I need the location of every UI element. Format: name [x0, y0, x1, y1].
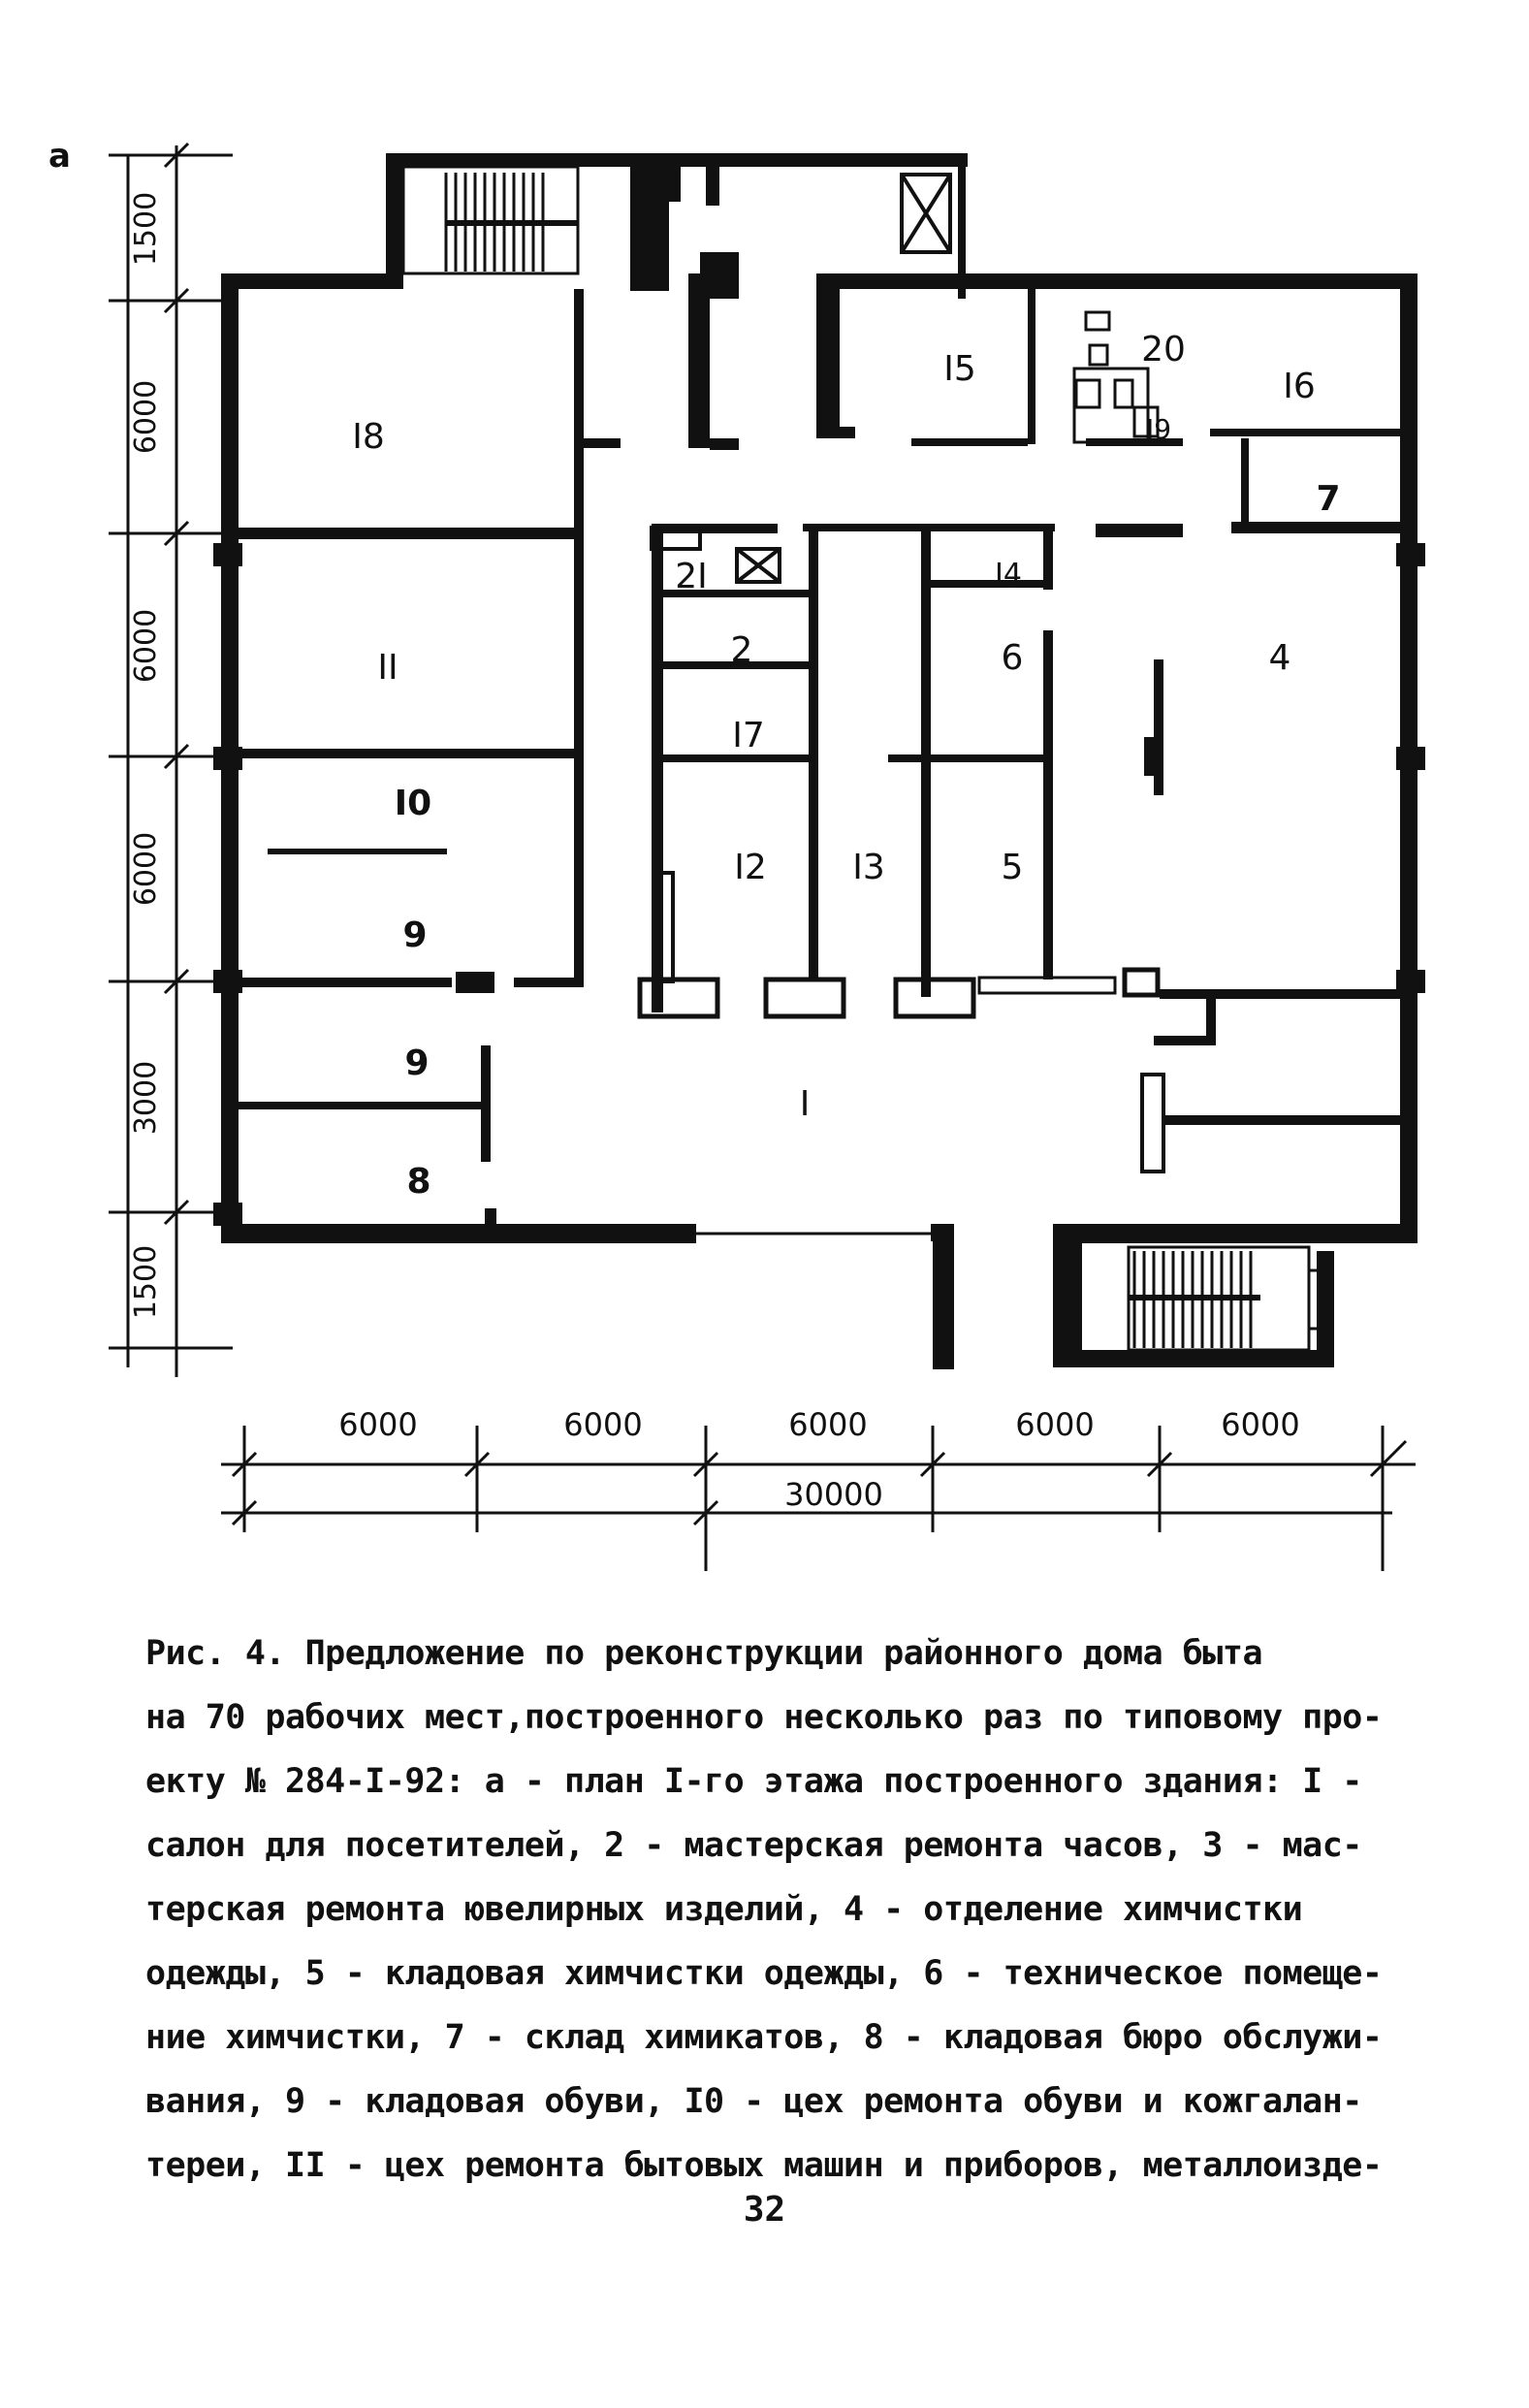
figure-caption-line-1: Рис. 4. Предложение по реконструкции рай…	[145, 1634, 1263, 1673]
dim-left-3: 6000	[129, 609, 163, 683]
room-label-1: I	[800, 1084, 811, 1124]
dim-bottom-4: 6000	[1015, 1406, 1094, 1443]
windows	[228, 277, 1411, 1236]
dim-bottom-total: 30000	[784, 1476, 883, 1513]
figure-caption-line-2: на 70 рабочих мест,построенного нескольк…	[145, 1698, 1383, 1737]
figure-caption-line-6: одежды, 5 - кладовая химчистки одежды, 6…	[145, 1954, 1383, 1993]
page-number: 32	[743, 2190, 786, 2230]
room-label-21: 2I	[675, 557, 708, 596]
dimension-chain-bottom	[221, 1426, 1416, 1571]
outer-walls	[213, 153, 1425, 1369]
room-label-12: I2	[734, 848, 767, 887]
figure-caption-line-9: тереи, II - цех ремонта бытовых машин и …	[145, 2146, 1383, 2185]
figure-caption-line-8: вания, 9 - кладовая обуви, I0 - цех ремо…	[145, 2082, 1362, 2121]
dim-left-1: 1500	[129, 192, 163, 266]
figure-caption-line-3: екту № 284-I-92: а - план I-го этажа пос…	[145, 1762, 1362, 1801]
room-label-2: 2	[731, 630, 753, 670]
lift-shaft	[650, 173, 952, 584]
dim-bottom-3: 6000	[788, 1406, 867, 1443]
room-label-18: I8	[352, 417, 385, 457]
room-labels: I8 II I0 9 9 8 I I5 20 I9 I6 7 4 2I I4 2…	[352, 330, 1340, 1202]
panel-letter: а	[48, 137, 71, 176]
dim-bottom-1: 6000	[338, 1406, 417, 1443]
figure-caption-line-5: терская ремонта ювелирных изделий, 4 - о…	[145, 1890, 1303, 1929]
dimension-labels-bottom: 6000 6000 6000 6000 6000 30000	[338, 1406, 1299, 1513]
dim-bottom-2: 6000	[563, 1406, 642, 1443]
room-label-8: 8	[406, 1162, 430, 1202]
room-label-11: II	[377, 648, 398, 688]
stair-top	[401, 165, 580, 275]
floor-plan-figure: а	[48, 137, 1425, 1571]
room-label-5: 5	[1002, 848, 1024, 887]
room-label-20: 20	[1141, 330, 1186, 369]
room-label-14: I4	[995, 558, 1022, 592]
dimension-chain-left	[109, 142, 233, 1377]
figure-caption-line-4: салон для посетителей, 2 - мастерская ре…	[145, 1826, 1362, 1865]
room-label-10: I0	[395, 784, 431, 823]
sanitary-fixtures	[1072, 310, 1160, 444]
room-label-4: 4	[1269, 638, 1291, 678]
room-label-6: 6	[1002, 638, 1024, 678]
dim-bottom-5: 6000	[1221, 1406, 1299, 1443]
room-label-9a: 9	[402, 915, 427, 955]
dimension-labels-left: 1500 6000 6000 6000 3000 1500	[129, 192, 163, 1319]
dim-left-6: 1500	[129, 1245, 163, 1319]
dim-left-4: 6000	[129, 832, 163, 906]
room-label-13: I3	[852, 848, 885, 887]
room-label-15: I5	[943, 349, 976, 389]
dim-left-5: 3000	[129, 1061, 163, 1135]
dim-left-2: 6000	[129, 380, 163, 454]
room-label-17: I7	[732, 716, 765, 755]
room-label-9b: 9	[404, 1043, 429, 1083]
room-label-7: 7	[1316, 479, 1340, 519]
interior-walls	[239, 273, 1406, 1241]
room-label-19: I9	[1146, 413, 1171, 445]
stair-bottom	[1127, 1245, 1322, 1352]
room-label-16: I6	[1283, 367, 1316, 406]
figure-caption-line-7: ние химчистки, 7 - склад химикатов, 8 - …	[145, 2018, 1383, 2057]
